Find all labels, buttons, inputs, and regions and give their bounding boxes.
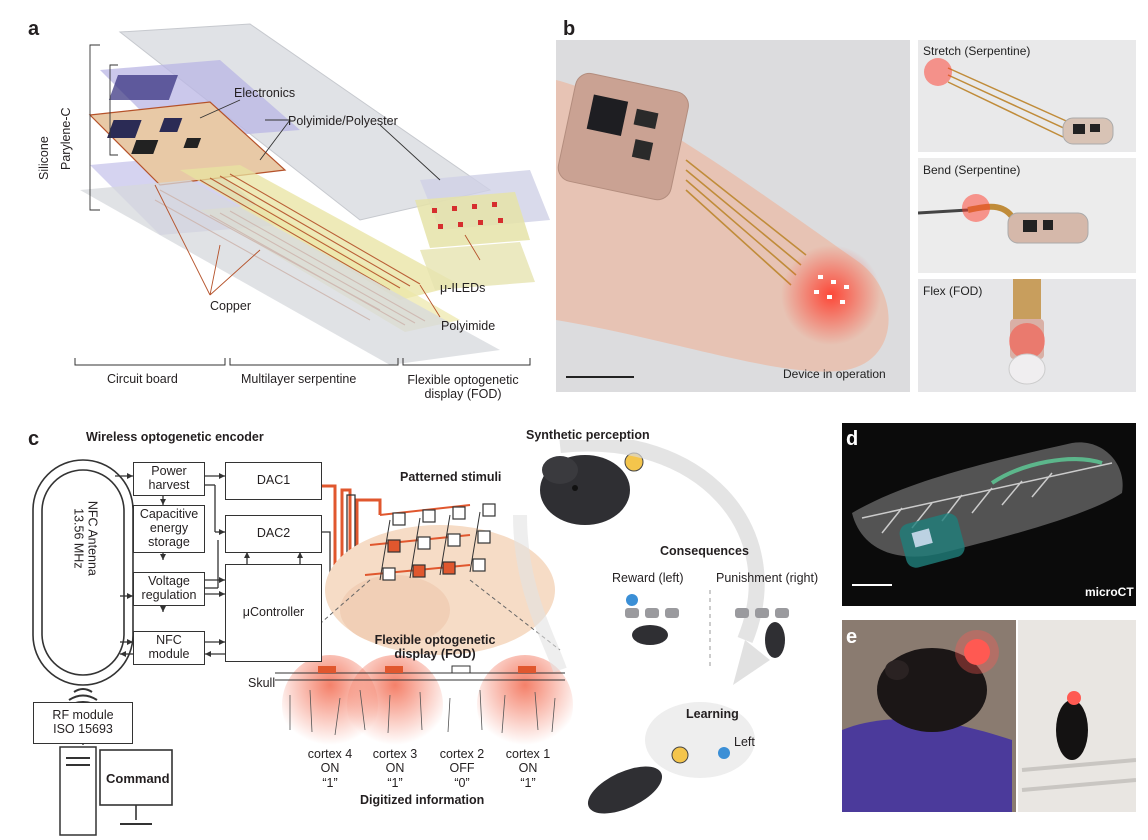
- title-wireless-encoder: Wireless optogenetic encoder: [86, 430, 264, 444]
- dac2-box: DAC2: [225, 515, 322, 553]
- mouse-perception: [540, 455, 630, 525]
- panel-label-c: c: [28, 428, 40, 450]
- caption-device-operation: Device in operation: [783, 367, 886, 381]
- label-copper: Copper: [210, 299, 251, 313]
- panel-label-e: e: [846, 626, 858, 648]
- encoder-diagram-lines: [32, 440, 789, 836]
- label-electronics: Electronics: [234, 86, 296, 100]
- label-uiled: μ-ILEDs: [440, 281, 486, 295]
- panel-label-a: a: [28, 18, 40, 40]
- panel-label-b: b: [563, 18, 576, 40]
- label-learning: Learning: [686, 707, 739, 721]
- label-skull: Skull: [248, 676, 276, 690]
- microct-image: microCT: [842, 423, 1136, 606]
- caption-stretch: Stretch (Serpentine): [923, 44, 1031, 58]
- power-harvest-box: Power harvest: [133, 462, 205, 496]
- label-consequences: Consequences: [660, 544, 749, 558]
- mouse-glove-photo: [842, 620, 1136, 812]
- label-parylene: Parylene-C: [59, 107, 73, 170]
- bend-photo: Bend (Serpentine): [918, 158, 1136, 273]
- capacitive-storage-box: Capacitive energy storage: [133, 505, 205, 553]
- dac1-box: DAC1: [225, 462, 322, 500]
- nfc-module-box: NFC module: [133, 631, 205, 665]
- exploded-device-illustration: [74, 23, 550, 366]
- label-synthetic-perception: Synthetic perception: [526, 428, 650, 442]
- label-polyimide: Polyimide: [441, 319, 496, 333]
- label-digitized-information: Digitized information: [360, 793, 485, 807]
- finger-device-photo: Device in operation: [556, 40, 910, 392]
- flex-photo: Flex (FOD): [918, 279, 1136, 392]
- label-circuit-board: Circuit board: [107, 372, 178, 386]
- stretch-photo: Stretch (Serpentine): [918, 40, 1136, 152]
- panel-label-d: d: [846, 428, 859, 450]
- label-multilayer-serpentine: Multilayer serpentine: [241, 372, 357, 386]
- label-left: Left: [734, 735, 755, 749]
- caption-bend: Bend (Serpentine): [923, 163, 1021, 177]
- label-punishment: Punishment (right): [716, 571, 819, 585]
- label-reward: Reward (left): [612, 571, 684, 585]
- voltage-regulation-box: Voltage regulation: [133, 572, 205, 606]
- label-silicone: Silicone: [37, 136, 51, 180]
- caption-flex: Flex (FOD): [923, 284, 983, 298]
- label-polyimide-polyester: Polyimide/Polyester: [288, 114, 398, 128]
- label-patterned-stimuli: Patterned stimuli: [400, 470, 502, 484]
- ucontroller-box: μController: [225, 564, 322, 662]
- command-label: Command: [106, 771, 170, 786]
- caption-microct: microCT: [1085, 585, 1134, 599]
